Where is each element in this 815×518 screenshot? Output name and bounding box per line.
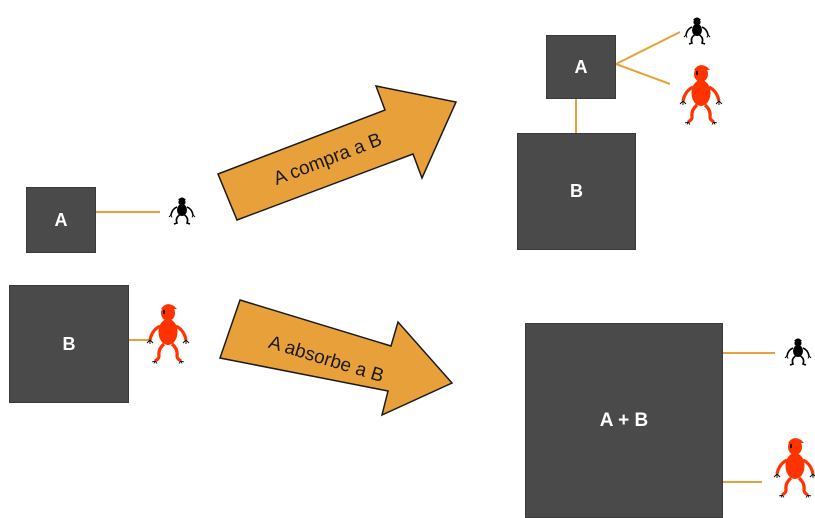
purchase-result-b-label: B (570, 181, 583, 201)
purchase-result-a-label: A (574, 56, 588, 77)
company-a-label: A (54, 209, 68, 230)
company-a-box: A (26, 187, 96, 253)
large-red-person-icon (678, 63, 724, 127)
connector-a-small-owner (615, 31, 681, 65)
company-b-label: B (62, 333, 76, 354)
merged-company-label: A + B (599, 409, 649, 431)
company-b-box: B (9, 285, 129, 403)
merged-company-box: A + B (525, 323, 723, 518)
purchase-result-b-box: B (517, 133, 636, 250)
purchase-arrow: A compra a B (217, 84, 458, 221)
small-black-person-icon (784, 337, 812, 366)
large-red-person-icon (772, 436, 815, 500)
connector-a-large-owner (615, 63, 671, 85)
absorption-arrow: A absorbe a B (219, 299, 454, 417)
small-black-person-icon (168, 196, 196, 225)
small-black-person-icon (683, 16, 711, 45)
purchase-result-a-box: A (546, 35, 616, 99)
large-red-person-icon (145, 302, 191, 366)
